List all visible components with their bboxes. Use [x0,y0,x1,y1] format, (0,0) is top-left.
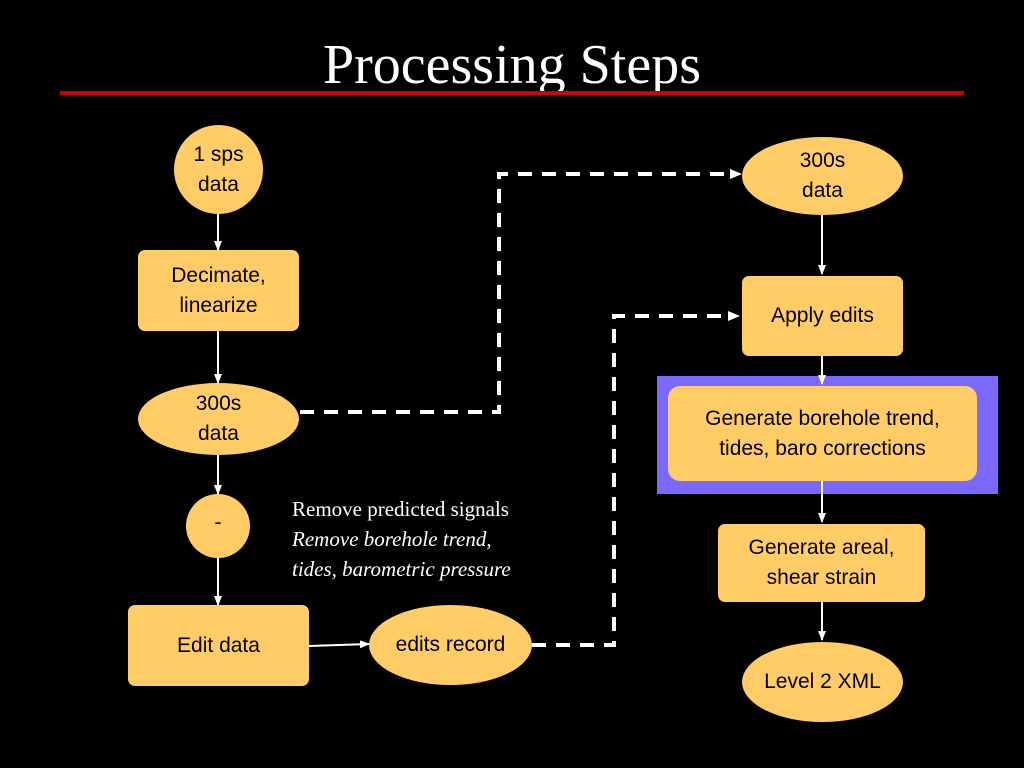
dashed-arrowhead-300s [730,169,742,179]
node-300s-data-left: 300s data [138,383,299,455]
node-level2-xml: Level 2 XML [742,642,903,722]
node-edit-data: Edit data [128,605,309,686]
node-300s-data-right: 300s data [742,137,903,215]
annotation-note: Remove predicted signals Remove borehole… [292,494,592,584]
node-subtract: - [186,494,250,558]
note-line-2: Remove borehole trend, [292,527,492,551]
arrow-edit-to-record [308,640,370,649]
note-line-1: Remove predicted signals [292,497,509,521]
node-generate-corrections: Generate borehole trend, tides, baro cor… [668,386,977,481]
note-line-3: tides, barometric pressure [292,557,511,581]
node-decimate-linearize: Decimate, linearize [138,250,299,331]
dashed-link-300s-to-300s [300,172,732,414]
slide-title: Processing Steps [323,34,701,96]
node-edits-record: edits record [369,605,532,685]
node-generate-strain: Generate areal, shear strain [718,524,925,602]
dashed-link-record-to-apply [532,314,728,647]
dashed-arrowhead-apply [728,311,740,321]
node-1sps-data: 1 sps data [174,125,263,214]
title-rule [60,91,964,95]
node-apply-edits: Apply edits [742,276,903,356]
